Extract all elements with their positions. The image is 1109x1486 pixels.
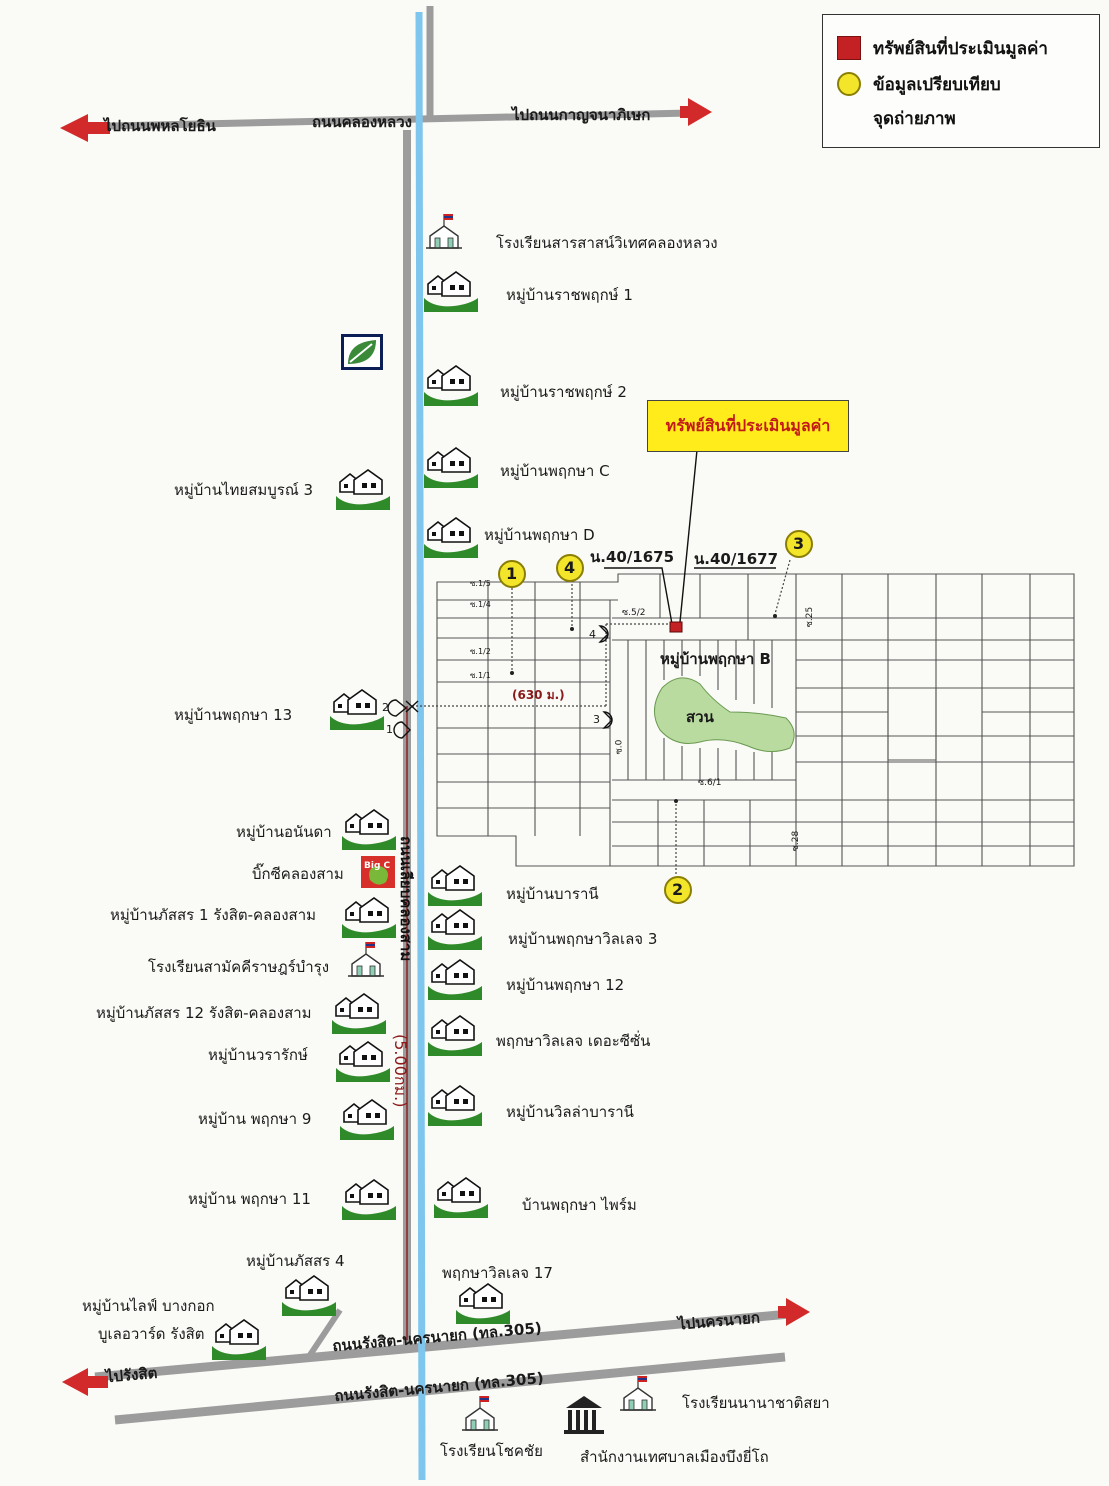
- place-label: โรงเรียนสามัคคีราษฎร์บำรุง: [148, 958, 330, 976]
- road-network: [94, 6, 791, 1425]
- place-label: พฤกษาวิลเลจ เดอะซีซั่น: [496, 1032, 651, 1050]
- garden-label: สวน: [686, 708, 714, 726]
- distance-label-5km: (5.00กม.): [391, 1034, 410, 1108]
- place-label: พฤกษาวิลเลจ 17: [442, 1264, 553, 1282]
- road-label-to-phahon: ไปถนนพหลโยธิน: [104, 117, 216, 135]
- place-label: บูเลอวาร์ด รังสิต: [98, 1325, 205, 1343]
- place-label: บิ๊กซีคลองสาม: [252, 865, 344, 883]
- arrow-left-icon: [60, 114, 110, 142]
- place-label: หมู่บ้านราชพฤกษ์ 2: [500, 383, 627, 401]
- photo-point-number: 4: [589, 628, 596, 641]
- place-label: หมู่บ้าน พฤกษา 11: [188, 1190, 311, 1208]
- place-label: หมู่บ้านภัสสร 4: [246, 1252, 345, 1270]
- place-label: หมู่บ้านพฤกษา 12: [506, 976, 625, 994]
- parcel-label: น.40/1675: [590, 548, 675, 566]
- soi-label: ซ.1/1: [470, 671, 491, 680]
- comparable-number: 4: [564, 558, 576, 577]
- access-route: [412, 559, 791, 874]
- place-label: หมู่บ้านราชพฤกษ์ 1: [506, 286, 633, 304]
- soi-label: ซ.25: [805, 606, 816, 628]
- legend-label: ทรัพย์สินที่ประเมินมูลค่า: [873, 38, 1048, 59]
- yellow-circle-icon: [837, 72, 861, 96]
- parcel-grid: [436, 573, 1075, 867]
- soi-label: ซ.28: [791, 830, 802, 852]
- bigc-logo-text: Big C: [364, 861, 391, 871]
- arrow-left-icon: [62, 1368, 108, 1396]
- legend-item-comparable: ข้อมูลเปรียบเทียบ: [837, 71, 1001, 97]
- red-square-icon: [837, 36, 861, 60]
- subject-property-marker: [669, 621, 683, 633]
- comparable-number: 2: [672, 880, 684, 899]
- place-label: หมู่บ้านบารานี: [506, 885, 599, 903]
- photo-point-number: 3: [593, 713, 600, 726]
- arrow-right-icon: [778, 1298, 810, 1326]
- place-label: หมู่บ้านวรารักษ์: [208, 1046, 308, 1064]
- legend-item-subject: ทรัพย์สินที่ประเมินมูลค่า: [837, 35, 1048, 61]
- village-b-label: หมู่บ้านพฤกษา B: [660, 650, 771, 668]
- place-label: หมู่บ้านอนันดา: [236, 823, 332, 841]
- photo-point-number: 1: [386, 723, 393, 736]
- place-label: หมู่บ้านพฤกษาวิลเลจ 3: [508, 930, 658, 948]
- road-label-khlong-sam: ถนนเลียบคลองสาม: [397, 836, 415, 962]
- distance-label-630m: (630 ม.): [512, 688, 565, 702]
- soi-label: ซ.6/1: [698, 778, 722, 788]
- soi-label: ซ.5/2: [622, 608, 646, 618]
- comparable-number: 3: [793, 534, 805, 553]
- place-label: บ้านพฤกษา ไพร์ม: [522, 1196, 637, 1214]
- arrow-right-icon: [680, 98, 712, 126]
- soi-label: ซ.1/2: [470, 647, 491, 656]
- photo-points: [387, 625, 613, 739]
- legend-label: ข้อมูลเปรียบเทียบ: [873, 74, 1001, 95]
- comparable-number: 1: [506, 564, 518, 583]
- road-label-khlong-luang: ถนนคลองหลวง: [312, 113, 412, 131]
- municipal-office-icon: [564, 1396, 604, 1434]
- place-label: หมู่บ้านพฤกษา 13: [174, 706, 293, 724]
- place-label: สำนักงานเทศบาลเมืองบึงยี่โถ: [580, 1448, 769, 1466]
- place-label: หมู่บ้านพฤกษา D: [484, 526, 595, 544]
- soi-label: ซ.1/5: [470, 579, 491, 588]
- place-label: หมู่บ้านไทยสมบูรณ์ 3: [174, 481, 314, 499]
- soi-label: ซ.0: [614, 739, 625, 755]
- place-label: โรงเรียนนานาชาติสยา: [682, 1394, 830, 1412]
- place-label: หมู่บ้าน พฤกษา 9: [198, 1110, 312, 1128]
- place-label: หมู่บ้านภัสสร 12 รังสิต-คลองสาม: [96, 1004, 312, 1022]
- fuel-station-icon: [341, 334, 383, 370]
- place-label: หมู่บ้านพฤกษา C: [500, 462, 610, 480]
- place-label: โรงเรียนโชคชัย: [440, 1442, 543, 1460]
- place-label: หมู่บ้านภัสสร 1 รังสิต-คลองสาม: [110, 906, 317, 924]
- place-label: โรงเรียนสารสาสน์วิเทศคลองหลวง: [496, 234, 718, 252]
- place-label: หมู่บ้านวิลล่าบารานี: [506, 1103, 634, 1121]
- garden-area: [654, 677, 795, 752]
- arrow-icons: [60, 98, 810, 1396]
- place-label: หมู่บ้านไลฟ์ บางกอก: [82, 1297, 215, 1315]
- legend-item-photo-point: จุดถ่ายภาพ: [863, 105, 956, 131]
- parcel-label: น.40/1677: [694, 550, 779, 568]
- comparable-markers: [498, 530, 813, 904]
- soi-label: ซ.1/4: [470, 600, 491, 609]
- canal: [415, 11, 426, 1481]
- legend-label: จุดถ่ายภาพ: [873, 108, 956, 129]
- parcel-leaders: [604, 449, 776, 625]
- subject-callout: ทรัพย์สินที่ประเมินมูลค่า: [647, 400, 849, 452]
- map-legend: ทรัพย์สินที่ประเมินมูลค่า ข้อมูลเปรียบเท…: [822, 14, 1100, 148]
- road-label-to-kanchana: ไปถนนกาญจนาภิเษก: [512, 106, 651, 124]
- photo-point-number: 2: [382, 701, 389, 714]
